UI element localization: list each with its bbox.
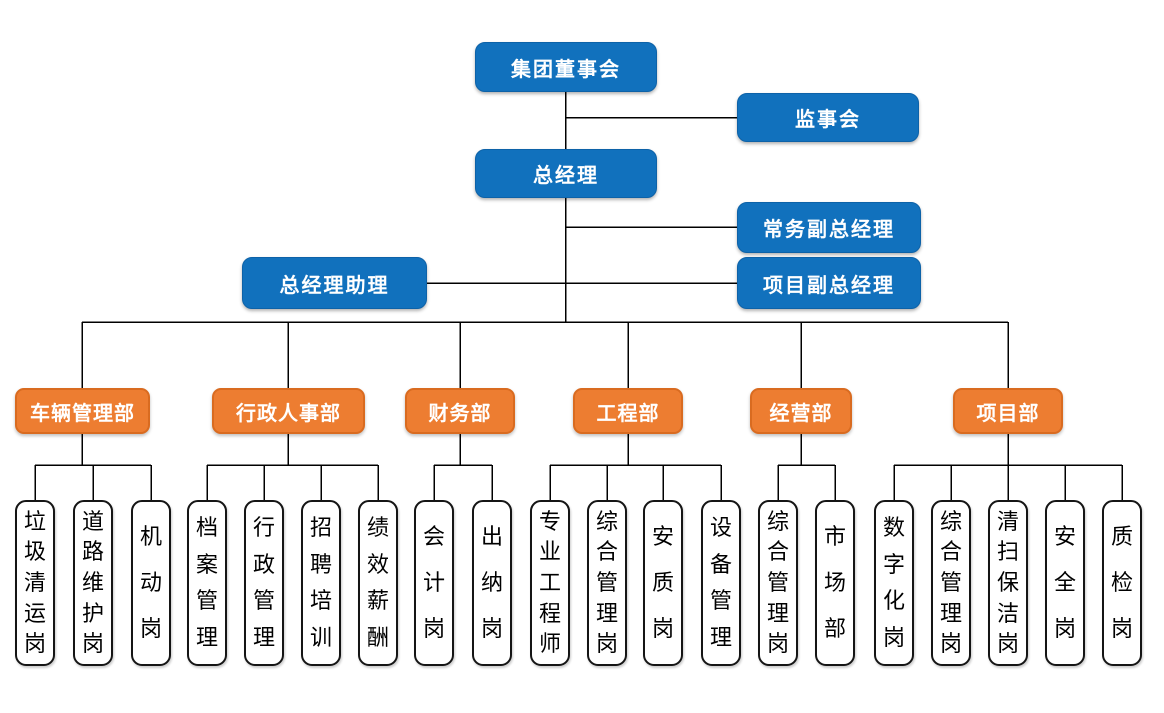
position-admin-management: 行政管理 xyxy=(244,500,284,666)
node-board-of-directors: 集团董事会 xyxy=(475,42,657,92)
position-cleaning: 清扫保洁岗 xyxy=(988,500,1028,666)
department-operations: 经营部 xyxy=(750,388,852,434)
position-professional-engineer: 专业工程师 xyxy=(530,500,570,666)
department-engineering: 工程部 xyxy=(573,388,683,434)
node-gm-assistant: 总经理助理 xyxy=(242,257,427,309)
position-road-maintenance: 道路维护岗 xyxy=(73,500,113,666)
position-safety-quality: 安质岗 xyxy=(643,500,683,666)
node-executive-deputy-gm: 常务副总经理 xyxy=(737,202,921,253)
department-vehicle-management: 车辆管理部 xyxy=(15,388,150,434)
department-project: 项目部 xyxy=(953,388,1063,434)
position-market: 市场部 xyxy=(815,500,855,666)
department-hr-admin: 行政人事部 xyxy=(212,388,365,434)
node-general-manager: 总经理 xyxy=(475,149,657,198)
position-accounting: 会计岗 xyxy=(414,500,454,666)
position-garbage-removal: 垃圾清运岗 xyxy=(15,500,55,666)
node-project-deputy-gm: 项目副总经理 xyxy=(737,257,921,309)
position-performance-payroll: 绩效薪酬 xyxy=(358,500,398,666)
position-general-management-ops: 综合管理岗 xyxy=(758,500,798,666)
position-quality-inspection: 质检岗 xyxy=(1102,500,1142,666)
position-equipment-management: 设备管理 xyxy=(701,500,741,666)
position-recruitment-training: 招聘培训 xyxy=(301,500,341,666)
node-supervisory-board: 监事会 xyxy=(737,93,919,142)
department-finance: 财务部 xyxy=(405,388,515,434)
position-mobile: 机动岗 xyxy=(131,500,171,666)
position-digitalization: 数字化岗 xyxy=(874,500,914,666)
position-general-management-proj: 综合管理岗 xyxy=(931,500,971,666)
position-general-management-eng: 综合管理岗 xyxy=(587,500,627,666)
position-cashier: 出纳岗 xyxy=(472,500,512,666)
position-archives-management: 档案管理 xyxy=(187,500,227,666)
position-safety: 安全岗 xyxy=(1045,500,1085,666)
